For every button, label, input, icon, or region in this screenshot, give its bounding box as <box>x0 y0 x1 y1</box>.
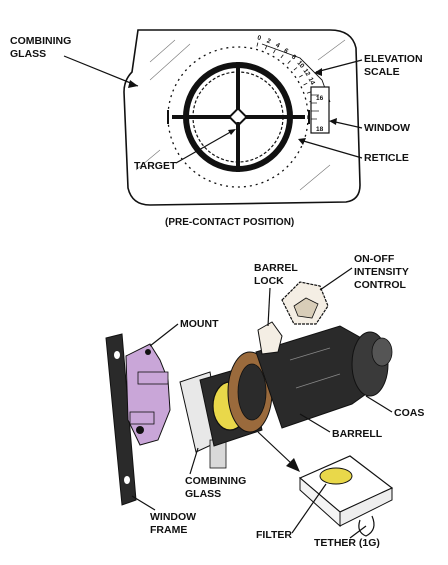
window-frame-label: WINDOW FRAME <box>150 511 199 536</box>
barrel-lock-knob <box>257 321 283 355</box>
elevation-scale-tick-mark <box>306 91 311 94</box>
elevation-scale-tick-mark <box>256 42 259 47</box>
window-label: WINDOW <box>364 122 410 134</box>
coas-assembly <box>105 281 394 537</box>
elevation-scale-tick: 2 <box>266 37 272 45</box>
elevation-scale-tick-mark <box>264 45 268 50</box>
on-off-intensity-control-label: ON-OFF INTENSITY CONTROL <box>354 253 412 291</box>
filter-label: FILTER <box>256 529 292 541</box>
elevation-scale-tick-mark <box>293 67 298 71</box>
glass-reflection-lines <box>135 39 346 191</box>
elevation-scale-tick: 6 <box>282 47 289 55</box>
top-labels: COMBINING GLASS ELEVATION SCALE WINDOW R… <box>10 35 425 228</box>
target-label: TARGET <box>134 160 177 172</box>
barrel-lock-label: BARREL LOCK <box>254 262 300 287</box>
combining-glass-lower-label: COMBINING GLASS <box>185 475 249 500</box>
filter-box <box>298 455 394 537</box>
combining-glass-label: COMBINING GLASS <box>10 35 74 60</box>
elevation-scale-tick: 4 <box>274 42 281 50</box>
elevation-scale-tick-mark <box>273 49 276 54</box>
barrell-label: BARRELL <box>332 428 383 440</box>
intensity-control-knob <box>281 281 329 325</box>
elevation-scale-tick-mark <box>287 60 291 64</box>
elevation-scale-tick: 10 <box>295 60 305 70</box>
assembly-labels: ON-OFF INTENSITY CONTROL BARREL LOCK MOU… <box>131 253 424 549</box>
window-frame-plate <box>105 333 137 506</box>
elevation-scale-tick: 14 <box>307 76 317 86</box>
tether-label: TETHER (1G) <box>314 537 380 549</box>
elevation-scale-tick: 12 <box>301 68 311 78</box>
elevation-scale-tick-mark <box>280 54 284 59</box>
elevation-scale-tick-mark <box>303 82 308 86</box>
filter-lens <box>319 467 353 485</box>
svg-text:18: 18 <box>316 126 324 133</box>
elevation-scale-tick-mark <box>298 74 303 78</box>
coas-label: COAS <box>394 407 424 419</box>
elevation-scale-tick: 0 <box>256 34 262 42</box>
target-marker <box>228 107 248 127</box>
elevation-window <box>310 86 330 134</box>
mount-bracket <box>125 343 171 446</box>
removal-arrow <box>286 458 300 472</box>
elevation-scale-label: ELEVATION SCALE <box>364 53 425 78</box>
pre-contact-caption: (PRE-CONTACT POSITION) <box>165 217 294 228</box>
svg-text:16: 16 <box>316 95 324 102</box>
reticle-label: RETICLE <box>364 152 409 164</box>
mount-label: MOUNT <box>180 318 219 330</box>
elevation-scale-tick: 8 <box>290 54 298 62</box>
